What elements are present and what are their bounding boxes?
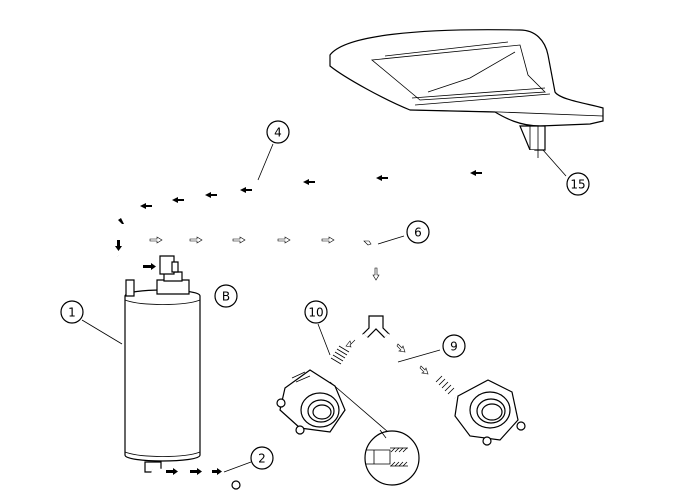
flow-arrow-right-icon xyxy=(277,236,291,244)
hose-4 xyxy=(111,150,535,258)
flow-arrow-down-icon xyxy=(115,240,122,251)
callout-2: 2 xyxy=(250,446,274,470)
flow-arrow-left-icon xyxy=(376,175,388,181)
flow-arrow-right-icon xyxy=(149,236,163,244)
flow-arrow-down-right-icon xyxy=(419,365,429,375)
flow-arrows-hose-4 xyxy=(115,170,482,251)
flow-arrow-right-icon xyxy=(363,240,372,246)
svg-text:10: 10 xyxy=(308,306,323,320)
svg-text:9: 9 xyxy=(450,340,458,354)
flow-arrow-right-icon xyxy=(189,236,203,244)
hose-6 xyxy=(127,237,379,318)
callout-4: 4 xyxy=(266,120,290,144)
hose-splitter xyxy=(319,315,458,401)
flow-arrow-right-icon xyxy=(190,468,202,475)
intake-manifold-right xyxy=(454,379,526,446)
callout-1: 1 xyxy=(60,300,84,324)
flow-arrow-left-icon xyxy=(172,197,184,203)
flow-arrow-left-icon xyxy=(205,192,217,198)
flow-arrow-right-icon xyxy=(143,263,156,270)
callout-15: 15 xyxy=(566,172,590,196)
flow-arrow-right-icon xyxy=(232,236,246,244)
flow-arrow-left-icon xyxy=(303,179,315,185)
callout-leaders xyxy=(81,143,567,473)
flow-arrow-left-icon xyxy=(240,187,252,193)
flow-arrow-left-icon xyxy=(140,203,152,209)
evap-canister xyxy=(124,255,201,473)
svg-text:4: 4 xyxy=(274,126,282,140)
flow-arrow-left-icon xyxy=(470,170,482,176)
flow-arrow-down-left-icon xyxy=(345,339,356,348)
flow-arrow-right-icon xyxy=(321,236,335,244)
svg-text:15: 15 xyxy=(570,178,585,192)
intake-manifold-left xyxy=(276,369,346,435)
flow-arrow-down-icon xyxy=(118,218,124,224)
detail-inset xyxy=(329,381,420,486)
svg-text:1: 1 xyxy=(68,306,76,320)
flow-arrow-down-right-icon xyxy=(396,343,406,353)
svg-text:2: 2 xyxy=(258,452,266,466)
view-label-b: B xyxy=(214,284,238,308)
intake-housing xyxy=(329,29,604,160)
callout-10: 10 xyxy=(304,300,328,324)
flow-arrows-hose-6 xyxy=(149,236,380,281)
flow-arrow-right-icon xyxy=(212,468,222,475)
svg-text:B: B xyxy=(222,290,230,304)
svg-text:6: 6 xyxy=(414,226,422,240)
flow-arrow-right-icon xyxy=(166,468,178,475)
flow-arrow-down-icon xyxy=(372,267,380,281)
hose-clamp-right xyxy=(435,375,455,395)
hose-clamp-left xyxy=(330,345,350,365)
callout-6: 6 xyxy=(406,220,430,244)
callout-9: 9 xyxy=(442,334,466,358)
